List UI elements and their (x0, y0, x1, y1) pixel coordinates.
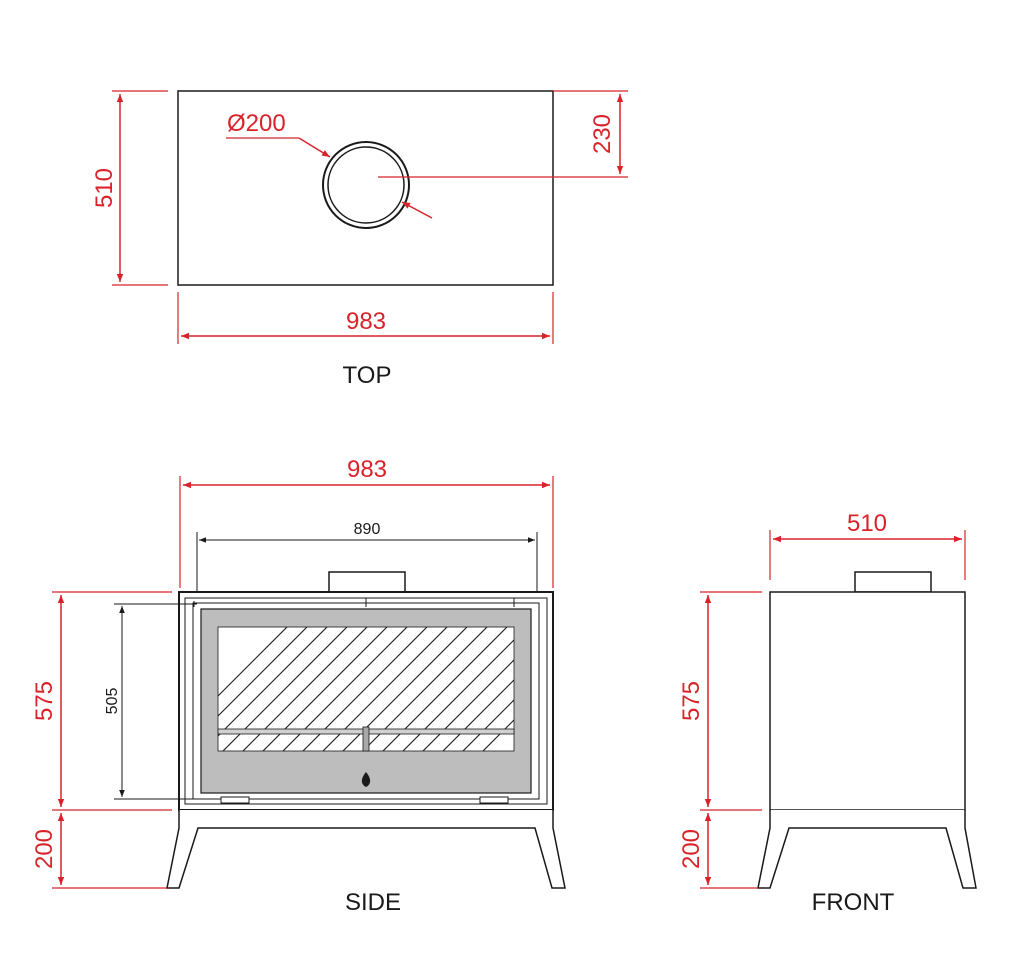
side-glass-height-dimension: 505 (104, 603, 197, 800)
side-width-dimension: 983 (179, 456, 554, 588)
side-glass-width-label: 890 (354, 521, 381, 538)
front-leg-height-label: 200 (678, 829, 705, 869)
side-glass-height-label: 505 (104, 688, 121, 715)
side-foot-tab-right (479, 796, 509, 804)
top-view-outline (177, 90, 554, 286)
side-body-height-label: 575 (31, 681, 58, 721)
flue-collar-inner (327, 146, 405, 224)
front-width-label: 510 (847, 510, 887, 537)
side-air-control (362, 726, 370, 752)
top-flue-offset-dimension: 230 (378, 90, 628, 178)
front-leg-stand (757, 810, 977, 889)
flue-diameter-dimension: Ø200 (226, 110, 433, 219)
top-width-label: 983 (346, 308, 386, 335)
top-depth-dimension: 510 (91, 90, 168, 286)
flue-diameter-label: Ø200 (227, 110, 286, 137)
flame-logo-icon (361, 772, 371, 787)
side-width-label: 983 (347, 456, 387, 483)
front-flue-stub (854, 571, 932, 593)
side-view: 983 890 (31, 456, 566, 916)
side-view-title: SIDE (345, 889, 401, 916)
side-leg-height-label: 200 (31, 829, 58, 869)
front-view-title: FRONT (812, 889, 895, 916)
front-body-height-dimension: 575 (678, 591, 762, 811)
front-stove-body (769, 591, 966, 811)
top-view-title: TOP (343, 362, 392, 389)
top-flue-offset-label: 230 (589, 114, 616, 154)
side-foot-tab-left (220, 796, 250, 804)
side-flue-stub (328, 571, 406, 593)
top-width-dimension: 983 (177, 292, 554, 344)
front-leg-height-dimension: 200 (678, 813, 758, 889)
top-view: 510 230 Ø200 983 TOP (91, 90, 628, 389)
front-view: 510 575 200 FRONT (678, 510, 977, 916)
side-leg-height-dimension: 200 (31, 813, 167, 889)
flue-collar-outer (322, 141, 410, 229)
front-body-height-label: 575 (678, 681, 705, 721)
side-body-height-dimension: 575 (31, 591, 172, 811)
top-depth-label: 510 (91, 168, 118, 208)
side-leg-stand (166, 810, 566, 889)
glass-reflection-lines (218, 627, 514, 751)
side-glass-width-dimension: 890 (196, 521, 538, 600)
front-width-dimension: 510 (769, 510, 966, 580)
